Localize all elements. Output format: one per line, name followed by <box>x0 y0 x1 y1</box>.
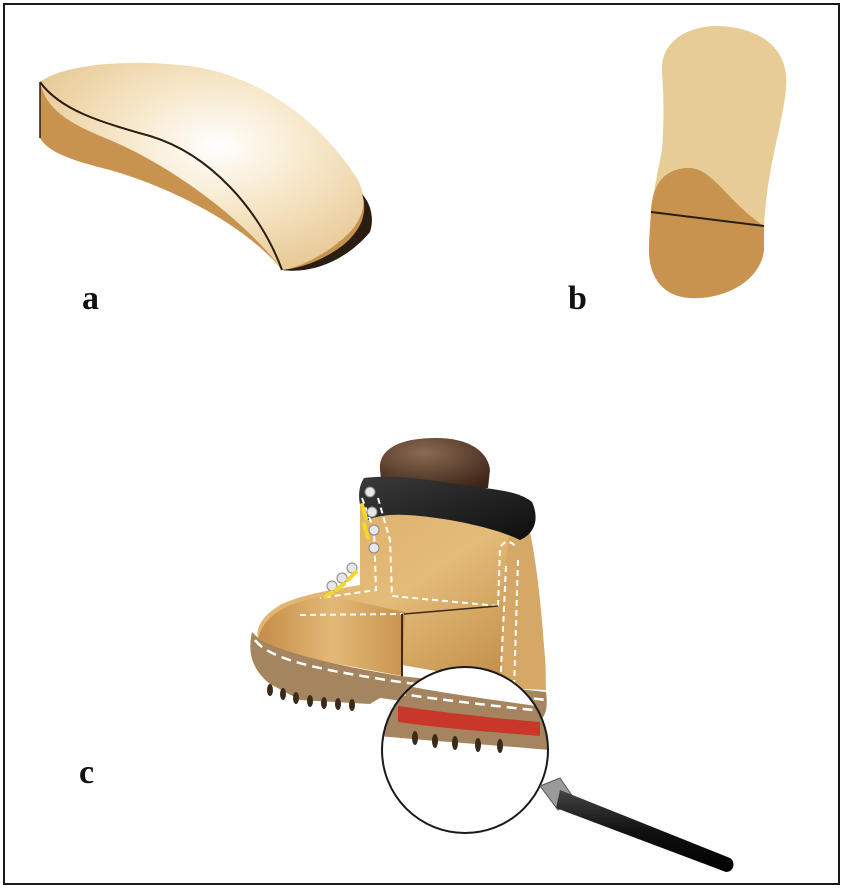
insole-side-view <box>40 63 372 271</box>
panel-label-a: a <box>82 282 99 316</box>
panel-label-b: b <box>568 282 587 316</box>
insole-top-view <box>649 26 786 298</box>
magnifying-glass-icon <box>380 665 733 872</box>
panel-label-c: c <box>79 756 94 790</box>
